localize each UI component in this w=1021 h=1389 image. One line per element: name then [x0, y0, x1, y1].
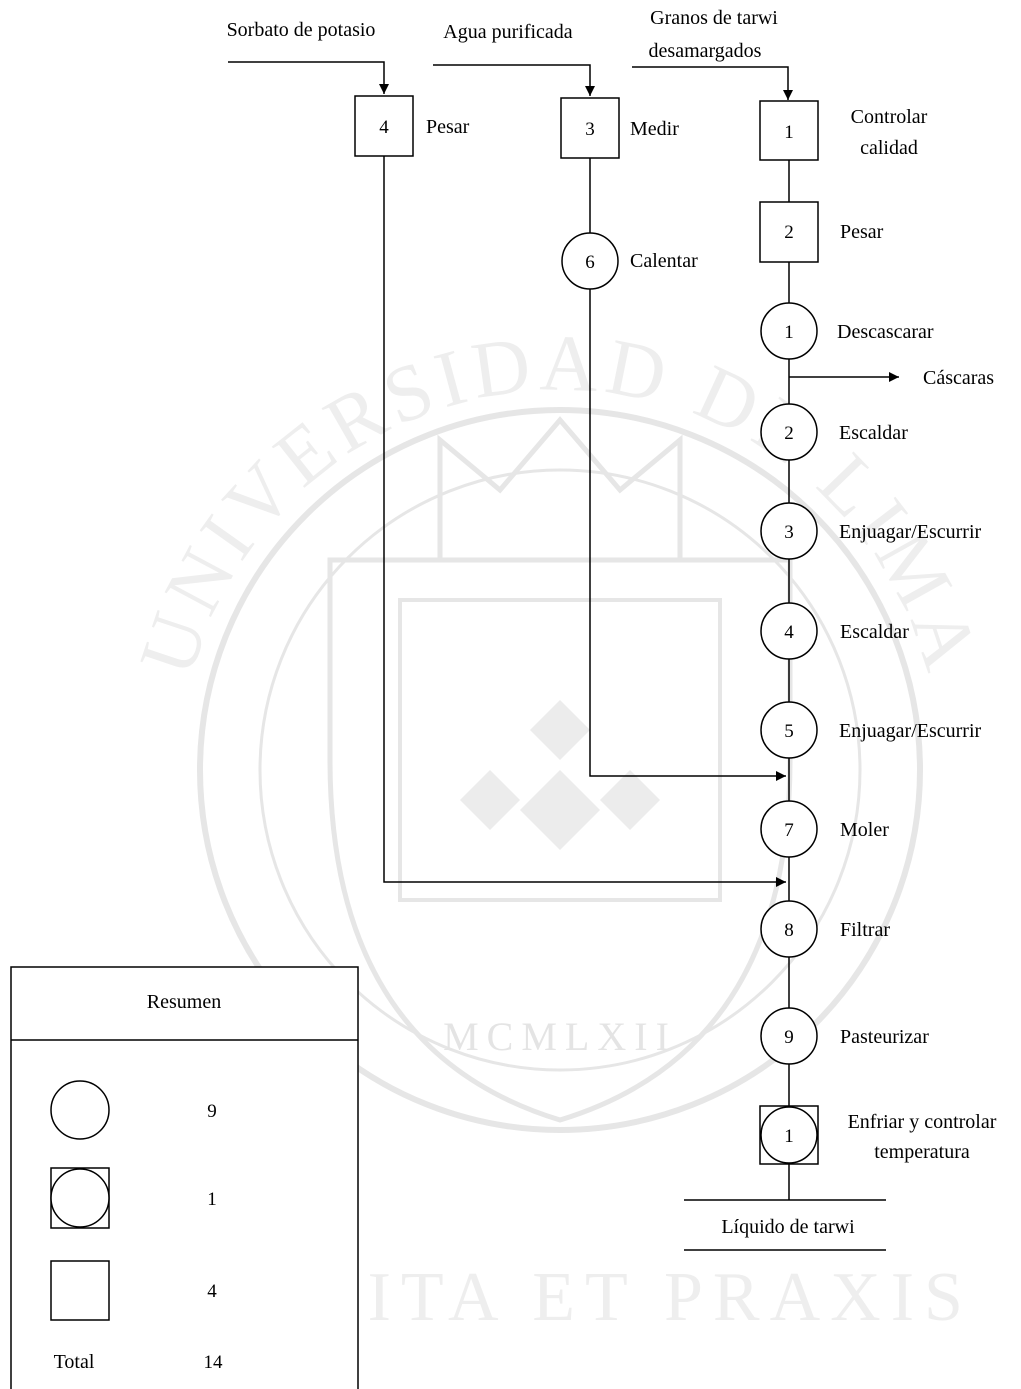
- step-number: 1: [784, 322, 794, 343]
- step-escaldar-2: 4 Escaldar: [760, 602, 909, 660]
- input-sorbato-label: Sorbato de potasio: [227, 19, 376, 41]
- summary-operation-count: 9: [207, 1101, 217, 1122]
- operation-circle: [760, 302, 818, 360]
- summary-title: Resumen: [147, 991, 221, 1013]
- summary-inspection-icon: [50, 1260, 110, 1321]
- step-label: Escaldar: [839, 422, 908, 444]
- step-enjuagar-1: 3 Enjuagar/Escurrir: [760, 502, 981, 560]
- output-cascaras-label: Cáscaras: [923, 367, 994, 389]
- step-number: 2: [784, 423, 794, 444]
- step-enjuagar-2: 5 Enjuagar/Escurrir: [760, 701, 981, 759]
- step-number: 3: [585, 119, 595, 140]
- step-enfriar: 1 Enfriar y controlar temperatura: [759, 1105, 997, 1165]
- summary-table: Resumen 9 1 4 Total 14: [10, 966, 359, 1389]
- step-label: Enjuagar/Escurrir: [839, 720, 981, 742]
- summary-total-value: 14: [204, 1352, 224, 1373]
- step-label-line1: Controlar: [851, 106, 928, 128]
- step-number: 2: [784, 222, 794, 243]
- step-label: Filtrar: [840, 919, 890, 941]
- step-label: Pesar: [426, 116, 470, 138]
- inspection-box: [759, 100, 819, 161]
- watermark-motto: VITA ET PRAXIS: [307, 1259, 973, 1336]
- operation-circle: [561, 232, 619, 290]
- step-label: Pasteurizar: [840, 1026, 929, 1048]
- step-label: Descascarar: [837, 321, 934, 343]
- step-label: Escaldar: [840, 621, 909, 643]
- step-number: 8: [784, 920, 794, 941]
- inspection-box: [560, 97, 620, 159]
- operation-circle: [760, 502, 818, 560]
- watermark-year: MCMLXII: [443, 1014, 677, 1059]
- step-label-line2: calidad: [860, 137, 918, 159]
- input-arrows: [228, 61, 793, 100]
- summary-inspection-count: 4: [207, 1281, 217, 1302]
- step-label: Enjuagar/Escurrir: [839, 521, 981, 543]
- inspection-box: [354, 95, 414, 157]
- summary-combined-circle-icon: [50, 1168, 110, 1228]
- watermark-seal: [197, 407, 923, 1133]
- step-controlar-calidad: 1 Controlar calidad: [759, 100, 928, 161]
- step-pesar-granos: 2 Pesar: [759, 201, 884, 263]
- step-number: 4: [379, 117, 389, 138]
- step-number: 7: [784, 820, 794, 841]
- step-escaldar-1: 2 Escaldar: [760, 403, 908, 461]
- step-number: 6: [585, 252, 595, 273]
- step-pasteurizar: 9 Pasteurizar: [760, 1007, 929, 1065]
- operation-circle: [760, 403, 818, 461]
- step-number: 1: [784, 1126, 794, 1147]
- flow-lines: [383, 156, 899, 1251]
- step-label: Pesar: [840, 221, 884, 243]
- step-calentar: 6 Calentar: [561, 232, 698, 290]
- step-number: 3: [784, 522, 794, 543]
- step-label-line2: temperatura: [874, 1141, 970, 1163]
- step-label: Calentar: [630, 250, 698, 272]
- summary-combined-count: 1: [207, 1189, 217, 1210]
- step-number: 1: [784, 122, 794, 143]
- step-medir-agua: 3 Medir: [560, 97, 679, 159]
- step-moler: 7 Moler: [760, 800, 889, 858]
- step-number: 5: [784, 721, 794, 742]
- input-agua-label: Agua purificada: [443, 21, 573, 43]
- combined-circle: [760, 1106, 818, 1164]
- operation-circle: [760, 701, 818, 759]
- step-pesar-sorbato: 4 Pesar: [354, 95, 470, 157]
- operation-circle: [760, 900, 818, 958]
- operation-circle: [760, 602, 818, 660]
- operation-circle: [760, 1007, 818, 1065]
- step-number: 4: [784, 622, 794, 643]
- summary-operation-icon: [50, 1080, 110, 1140]
- step-number: 9: [784, 1027, 794, 1048]
- input-granos-label-2: desamargados: [649, 40, 762, 62]
- step-label: Medir: [630, 118, 679, 140]
- inspection-box: [759, 201, 819, 263]
- input-granos-label-1: Granos de tarwi: [650, 7, 778, 29]
- operation-circle: [760, 800, 818, 858]
- output-final-label: Líquido de tarwi: [721, 1216, 855, 1238]
- step-label-line1: Enfriar y controlar: [848, 1111, 997, 1133]
- step-label: Moler: [840, 819, 889, 841]
- step-descascarar: 1 Descascarar: [760, 302, 934, 360]
- step-filtrar: 8 Filtrar: [760, 900, 890, 958]
- summary-total-label: Total: [54, 1351, 95, 1373]
